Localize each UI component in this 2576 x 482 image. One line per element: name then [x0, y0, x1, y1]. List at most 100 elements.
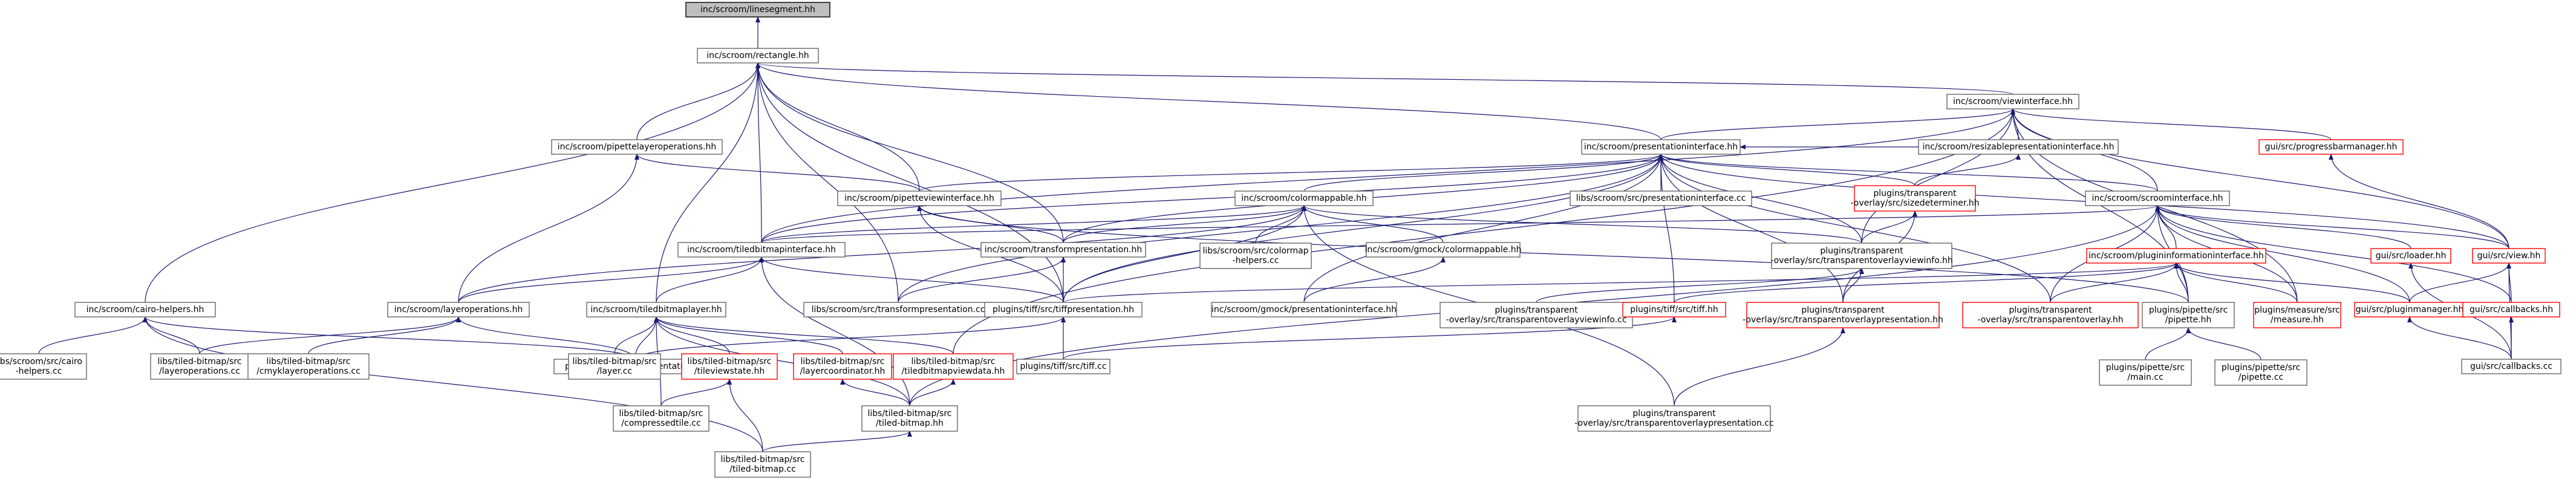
node-label: /main.cc — [2127, 373, 2164, 382]
include-edge — [458, 154, 639, 303]
file-node[interactable]: inc/scroom/tiledbitmaplayer.hh — [586, 302, 726, 318]
file-node[interactable]: plugins/transparent-overlay/src/transpar… — [1440, 302, 1633, 328]
truncated-file-node[interactable]: gui/src/pluginmanager.hh — [2354, 302, 2465, 318]
truncated-file-node[interactable]: libs/tiled-bitmap/src/layercoordinator.h… — [793, 353, 892, 380]
include-edge — [755, 62, 2014, 95]
file-node[interactable]: inc/scroom/pipetteviewinterface.hh — [837, 191, 1002, 206]
truncated-file-node[interactable]: libs/tiled-bitmap/src/tiledbitmapviewdat… — [893, 353, 1014, 380]
node-box — [586, 302, 726, 318]
file-node[interactable]: inc/scroom/tiledbitmapinterface.hh — [677, 242, 846, 258]
node-label: inc/scroom/layeroperations.hh — [394, 305, 523, 314]
file-node[interactable]: libs/scroom/src/presentationinterface.cc — [1570, 191, 1752, 206]
node-label: /layer.cc — [597, 366, 632, 376]
node-label: gui/src/callbacks.hh — [2470, 305, 2553, 314]
node-label: /tileviewstate.hh — [694, 366, 765, 376]
file-node[interactable]: inc/scroom/resizablepresentationinterfac… — [1918, 139, 2119, 155]
file-node[interactable]: inc/scroom/gmock/colormappable.hh — [1365, 242, 1522, 258]
include-edge — [1658, 154, 1844, 303]
node-label: /tiled-bitmap.hh — [876, 418, 944, 428]
truncated-file-node[interactable]: plugins/transparent-overlay/src/transpar… — [1743, 302, 1943, 328]
file-node[interactable]: plugins/transparent-overlay/src/transpar… — [1770, 243, 1953, 269]
node-label: -overlay/src/transparentoverlayviewinfo.… — [1770, 256, 1952, 265]
file-node[interactable]: plugins/tiff/src/tiff.cc — [1016, 359, 1110, 374]
file-node[interactable]: inc/scroom/cairo-helpers.hh — [74, 302, 216, 318]
node-box — [803, 302, 993, 318]
file-node[interactable]: plugins/transparent-overlay/src/transpar… — [1574, 405, 1774, 432]
include-edge — [2174, 262, 2298, 303]
file-node[interactable]: libs/scroom/src/cairo-helpers.cc — [0, 353, 87, 380]
node-box — [1211, 302, 1397, 318]
node-label: -overlay/src/transparentoverlaypresentat… — [1574, 418, 1773, 428]
include-edge — [1861, 108, 2015, 244]
include-edge — [458, 256, 764, 303]
truncated-file-node[interactable]: libs/tiled-bitmap/src/tileviewstate.hh — [681, 353, 778, 380]
file-node[interactable]: inc/scroom/viewinterface.hh — [1946, 94, 2079, 109]
file-node[interactable]: inc/scroom/rectangle.hh — [697, 48, 819, 64]
node-label: inc/scroom/rectangle.hh — [706, 51, 809, 60]
file-node[interactable]: libs/tiled-bitmap/src/layeroperations.cc — [150, 353, 249, 380]
truncated-file-node[interactable]: plugins/measure/src/measure.hh — [2253, 302, 2341, 328]
node-box — [568, 353, 661, 380]
truncated-file-node[interactable]: plugins/transparent-overlay/src/transpar… — [1962, 302, 2139, 328]
file-node[interactable]: plugins/tiff/src/tiffpresentation.hh — [984, 302, 1143, 318]
node-box — [837, 191, 1002, 206]
truncated-file-node[interactable]: plugins/transparent-overlay/src/sizedete… — [1850, 185, 1980, 212]
include-edge — [2010, 108, 2332, 140]
node-box — [1918, 139, 2119, 155]
include-edge — [1536, 268, 1864, 303]
include-edge — [2155, 205, 2410, 303]
include-edge — [1303, 154, 1663, 303]
node-label: gui/src/view.hh — [2477, 251, 2541, 261]
file-node[interactable]: gui/src/callbacks.cc — [2461, 359, 2561, 374]
include-edge — [755, 62, 899, 303]
include-edge — [755, 62, 1064, 243]
include-edge — [634, 154, 920, 192]
file-node[interactable]: inc/scroom/layeroperations.hh — [387, 302, 530, 318]
include-edge — [755, 62, 920, 192]
truncated-file-node[interactable]: gui/src/callbacks.hh — [2462, 302, 2560, 318]
node-label: plugins/tiff/src/tiff.hh — [1630, 305, 1718, 314]
include-edge — [761, 205, 1306, 243]
file-node[interactable]: inc/scroom/presentationinterface.hh — [1581, 139, 1741, 155]
file-node[interactable]: plugins/pipette/src/pipette.cc — [2214, 359, 2307, 386]
node-label: -overlay/src/transparentoverlaypresentat… — [1743, 315, 1943, 325]
file-node[interactable]: libs/scroom/src/colormap-helpers.cc — [1199, 243, 1312, 269]
node-label: /cmyklayeroperations.cc — [256, 366, 360, 376]
node-label: gui/src/pluginmanager.hh — [2356, 305, 2464, 314]
node-label: /measure.hh — [2271, 315, 2324, 325]
file-node[interactable]: plugins/pipette/src/pipette.hh — [2142, 302, 2235, 328]
include-edge — [919, 154, 1663, 192]
node-label: libs/tiled-bitmap/src — [572, 357, 656, 366]
node-label: libs/scroom/src/cairo — [0, 357, 82, 366]
file-node[interactable]: libs/tiled-bitmap/src/tiled-bitmap.cc — [714, 451, 811, 478]
node-label: -overlay/src/sizedeterminer.hh — [1850, 198, 1979, 208]
file-node[interactable]: inc/scroom/transformpresentation.hh — [980, 242, 1146, 258]
truncated-file-node[interactable]: gui/src/view.hh — [2472, 248, 2546, 264]
file-node[interactable]: plugins/pipette/src/main.cc — [2099, 359, 2192, 386]
include-edge — [1303, 154, 1663, 192]
node-box — [1946, 94, 2079, 109]
file-node[interactable]: inc/scroom/scroominterface.hh — [2085, 191, 2230, 206]
file-node[interactable]: libs/tiled-bitmap/src/layer.cc — [568, 353, 661, 380]
file-node[interactable]: libs/scroom/src/transformpresentation.cc — [803, 302, 993, 318]
truncated-file-node[interactable]: gui/src/loader.hh — [2370, 248, 2451, 264]
node-label: libs/scroom/src/presentationinterface.cc — [1576, 194, 1746, 203]
truncated-file-node[interactable]: plugins/tiff/src/tiff.hh — [1622, 302, 1726, 318]
node-box — [1577, 405, 1771, 432]
include-edge — [898, 256, 1066, 303]
file-node[interactable]: libs/tiled-bitmap/src/cmyklayeroperation… — [247, 353, 370, 380]
file-node[interactable]: libs/tiled-bitmap/src/tiled-bitmap.hh — [861, 405, 958, 432]
include-edge — [1302, 205, 1862, 244]
file-node[interactable]: inc/scroom/pipettelayeroperations.hh — [551, 139, 723, 155]
file-node[interactable]: inc/scroom/colormappable.hh — [1234, 191, 1374, 206]
file-node[interactable]: libs/tiled-bitmap/src/compressedtile.cc — [613, 405, 709, 432]
include-edge — [614, 316, 659, 354]
truncated-file-node[interactable]: inc/scroom/plugininformationinterface.hh — [2086, 248, 2266, 264]
node-label: plugins/pipette/src — [2222, 363, 2300, 373]
node-box — [677, 242, 846, 258]
truncated-file-node[interactable]: gui/src/progressbarmanager.hh — [2258, 139, 2404, 155]
node-box — [0, 353, 87, 380]
node-label: /layercoordinator.hh — [800, 366, 885, 376]
file-node[interactable]: inc/scroom/gmock/presentationinterface.h… — [1211, 302, 1397, 318]
